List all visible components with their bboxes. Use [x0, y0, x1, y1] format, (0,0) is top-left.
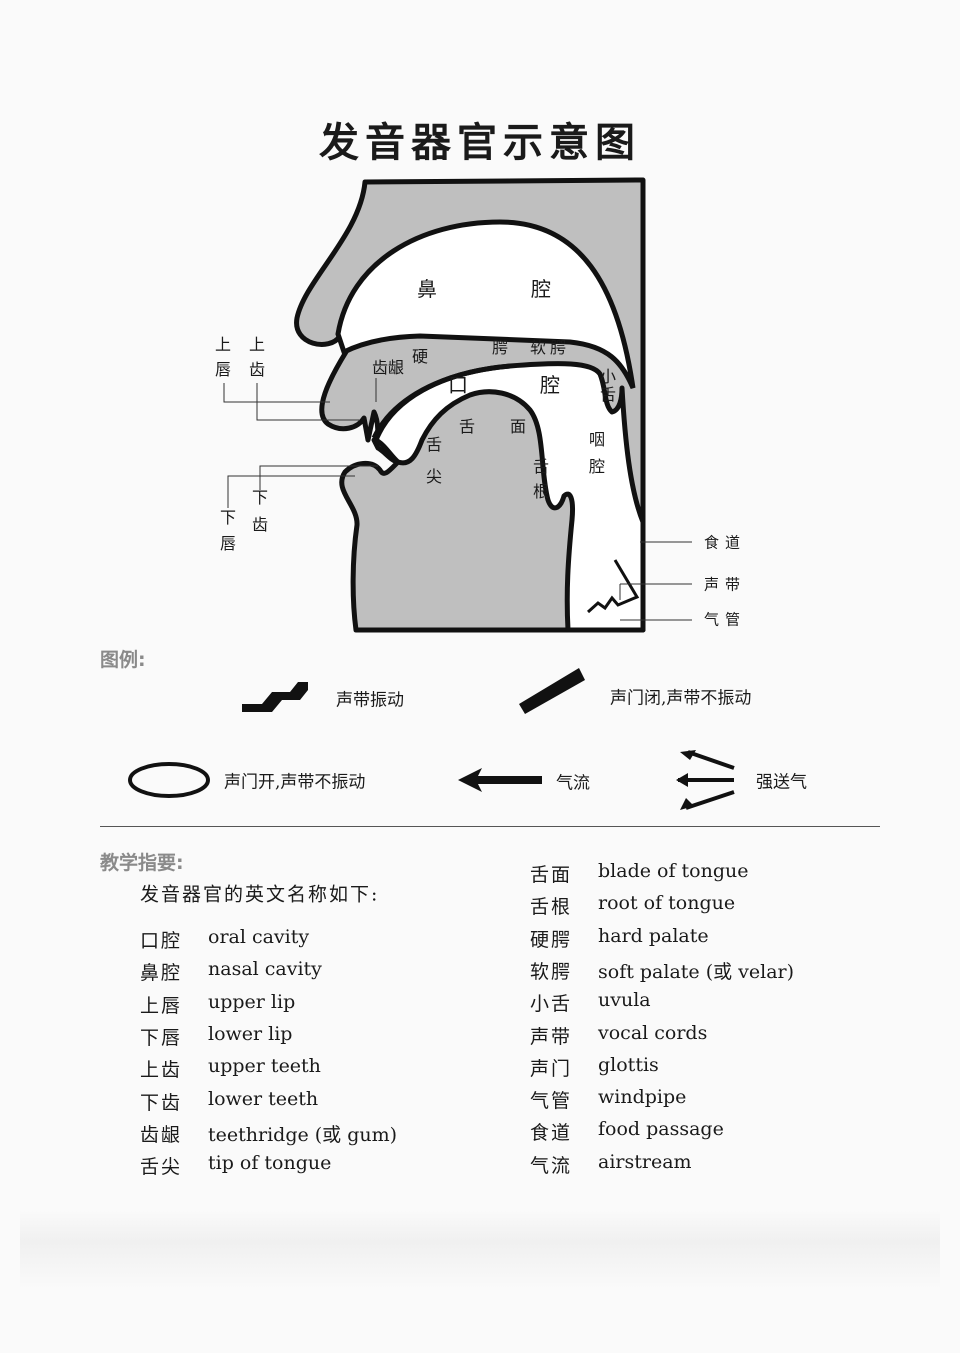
label-lower-teeth-2: 齿 [251, 515, 269, 534]
ellipse-icon [128, 762, 210, 798]
page-title: 发音器官示意图 [319, 119, 641, 166]
label-gum: 齿龈 [371, 358, 405, 377]
term-english: soft palate (或 velar) [598, 960, 795, 983]
speech-organs-diagram [223, 177, 692, 633]
term-english: root of tongue [598, 892, 736, 915]
notes-heading: 教学指要: [100, 852, 184, 874]
divider [100, 826, 880, 827]
legend-label-glottis-open: 声门开,声带不振动 [224, 772, 366, 793]
label-root-1: 舌 [532, 457, 550, 476]
arrow-left-icon [458, 768, 542, 792]
label-esophagus: 食道 [704, 533, 747, 552]
term-chinese: 硬腭 [530, 928, 573, 951]
term-chinese: 软腭 [530, 960, 573, 983]
term-chinese: 舌尖 [140, 1156, 183, 1179]
label-pharynx-1: 咽 [588, 430, 606, 449]
term-english: upper lip [208, 990, 296, 1013]
term-english: lower lip [208, 1022, 293, 1045]
label-lower-lip-1: 下 [219, 508, 237, 527]
term-english: hard palate [598, 924, 709, 947]
term-chinese: 上齿 [140, 1059, 183, 1082]
term-chinese: 下唇 [140, 1026, 183, 1049]
label-tip-1: 舌 [425, 435, 443, 454]
term-chinese: 气管 [530, 1090, 573, 1113]
label-uvula-2: 舌 [599, 385, 617, 404]
legend-label-vibrating: 声带振动 [336, 690, 404, 711]
term-english: vocal cords [598, 1021, 708, 1044]
term-chinese: 下齿 [140, 1091, 183, 1114]
term-english: windpipe [598, 1086, 687, 1109]
label-soft-palate: 软腭 [529, 338, 571, 357]
term-english: nasal cavity [208, 958, 322, 981]
label-root-2: 根 [532, 482, 550, 501]
term-chinese: 声带 [530, 1025, 573, 1048]
nasal-cavity [335, 219, 636, 389]
legend-heading: 图例: [100, 649, 146, 671]
term-english: oral cavity [208, 926, 310, 948]
page-shadow [20, 1210, 940, 1290]
label-blade-1: 舌 [458, 417, 476, 436]
bar-icon [519, 668, 585, 714]
term-english: uvula [598, 989, 651, 1012]
label-uvula-1: 小 [599, 367, 617, 386]
term-english: lower teeth [208, 1087, 319, 1110]
legend-label-airstream: 气流 [556, 773, 590, 794]
term-chinese: 上唇 [140, 994, 183, 1017]
label-oral-2: 腔 [540, 373, 560, 397]
term-english: airstream [598, 1150, 692, 1173]
label-palate: 腭 [491, 338, 509, 357]
term-english: blade of tongue [598, 860, 749, 882]
term-chinese: 齿龈 [140, 1123, 183, 1146]
term-chinese: 口腔 [140, 930, 183, 952]
term-english: upper teeth [208, 1055, 321, 1078]
legend-label-strong-aspiration: 强送气 [756, 772, 807, 793]
label-vocal-cords: 声带 [704, 575, 747, 594]
label-windpipe: 气管 [704, 610, 747, 629]
legend-label-glottis-closed: 声门闭,声带不振动 [610, 688, 752, 709]
label-upper-teeth-2: 齿 [248, 360, 266, 379]
term-chinese: 舌面 [530, 864, 573, 886]
vocal-cord-line [586, 559, 640, 614]
term-english: tip of tongue [208, 1152, 332, 1175]
term-chinese: 鼻腔 [140, 962, 183, 985]
term-english: teethridge (或 gum) [208, 1123, 398, 1146]
label-upper-lip-2: 唇 [214, 360, 232, 379]
leader-lines [223, 378, 692, 621]
oral-pharyngeal-cavity [373, 361, 646, 633]
label-lower-lip-2: 唇 [219, 534, 237, 553]
term-chinese: 声门 [530, 1057, 573, 1080]
term-chinese: 食道 [530, 1122, 573, 1145]
term-english: glottis [598, 1053, 659, 1076]
term-chinese: 舌根 [530, 896, 573, 919]
palate-bottom [371, 363, 511, 440]
label-blade-2: 面 [509, 417, 527, 436]
term-english: food passage [598, 1118, 724, 1141]
label-tip-2: 尖 [425, 467, 443, 486]
label-nasal-2: 腔 [531, 277, 551, 301]
notes-intro: 发音器官的英文名称如下: [140, 883, 380, 906]
label-hard: 硬 [411, 347, 429, 366]
label-pharynx-2: 腔 [588, 457, 606, 476]
term-chinese: 小舌 [530, 993, 573, 1016]
label-upper-teeth-1: 上 [248, 335, 266, 354]
label-oral-1: 口 [448, 373, 468, 397]
zigzag-icon [242, 682, 308, 712]
label-lower-teeth-1: 下 [251, 488, 269, 507]
label-nasal-1: 鼻 [417, 277, 437, 301]
term-chinese: 气流 [530, 1154, 573, 1177]
triple-arrow-icon [676, 750, 735, 810]
label-upper-lip-1: 上 [214, 335, 232, 354]
